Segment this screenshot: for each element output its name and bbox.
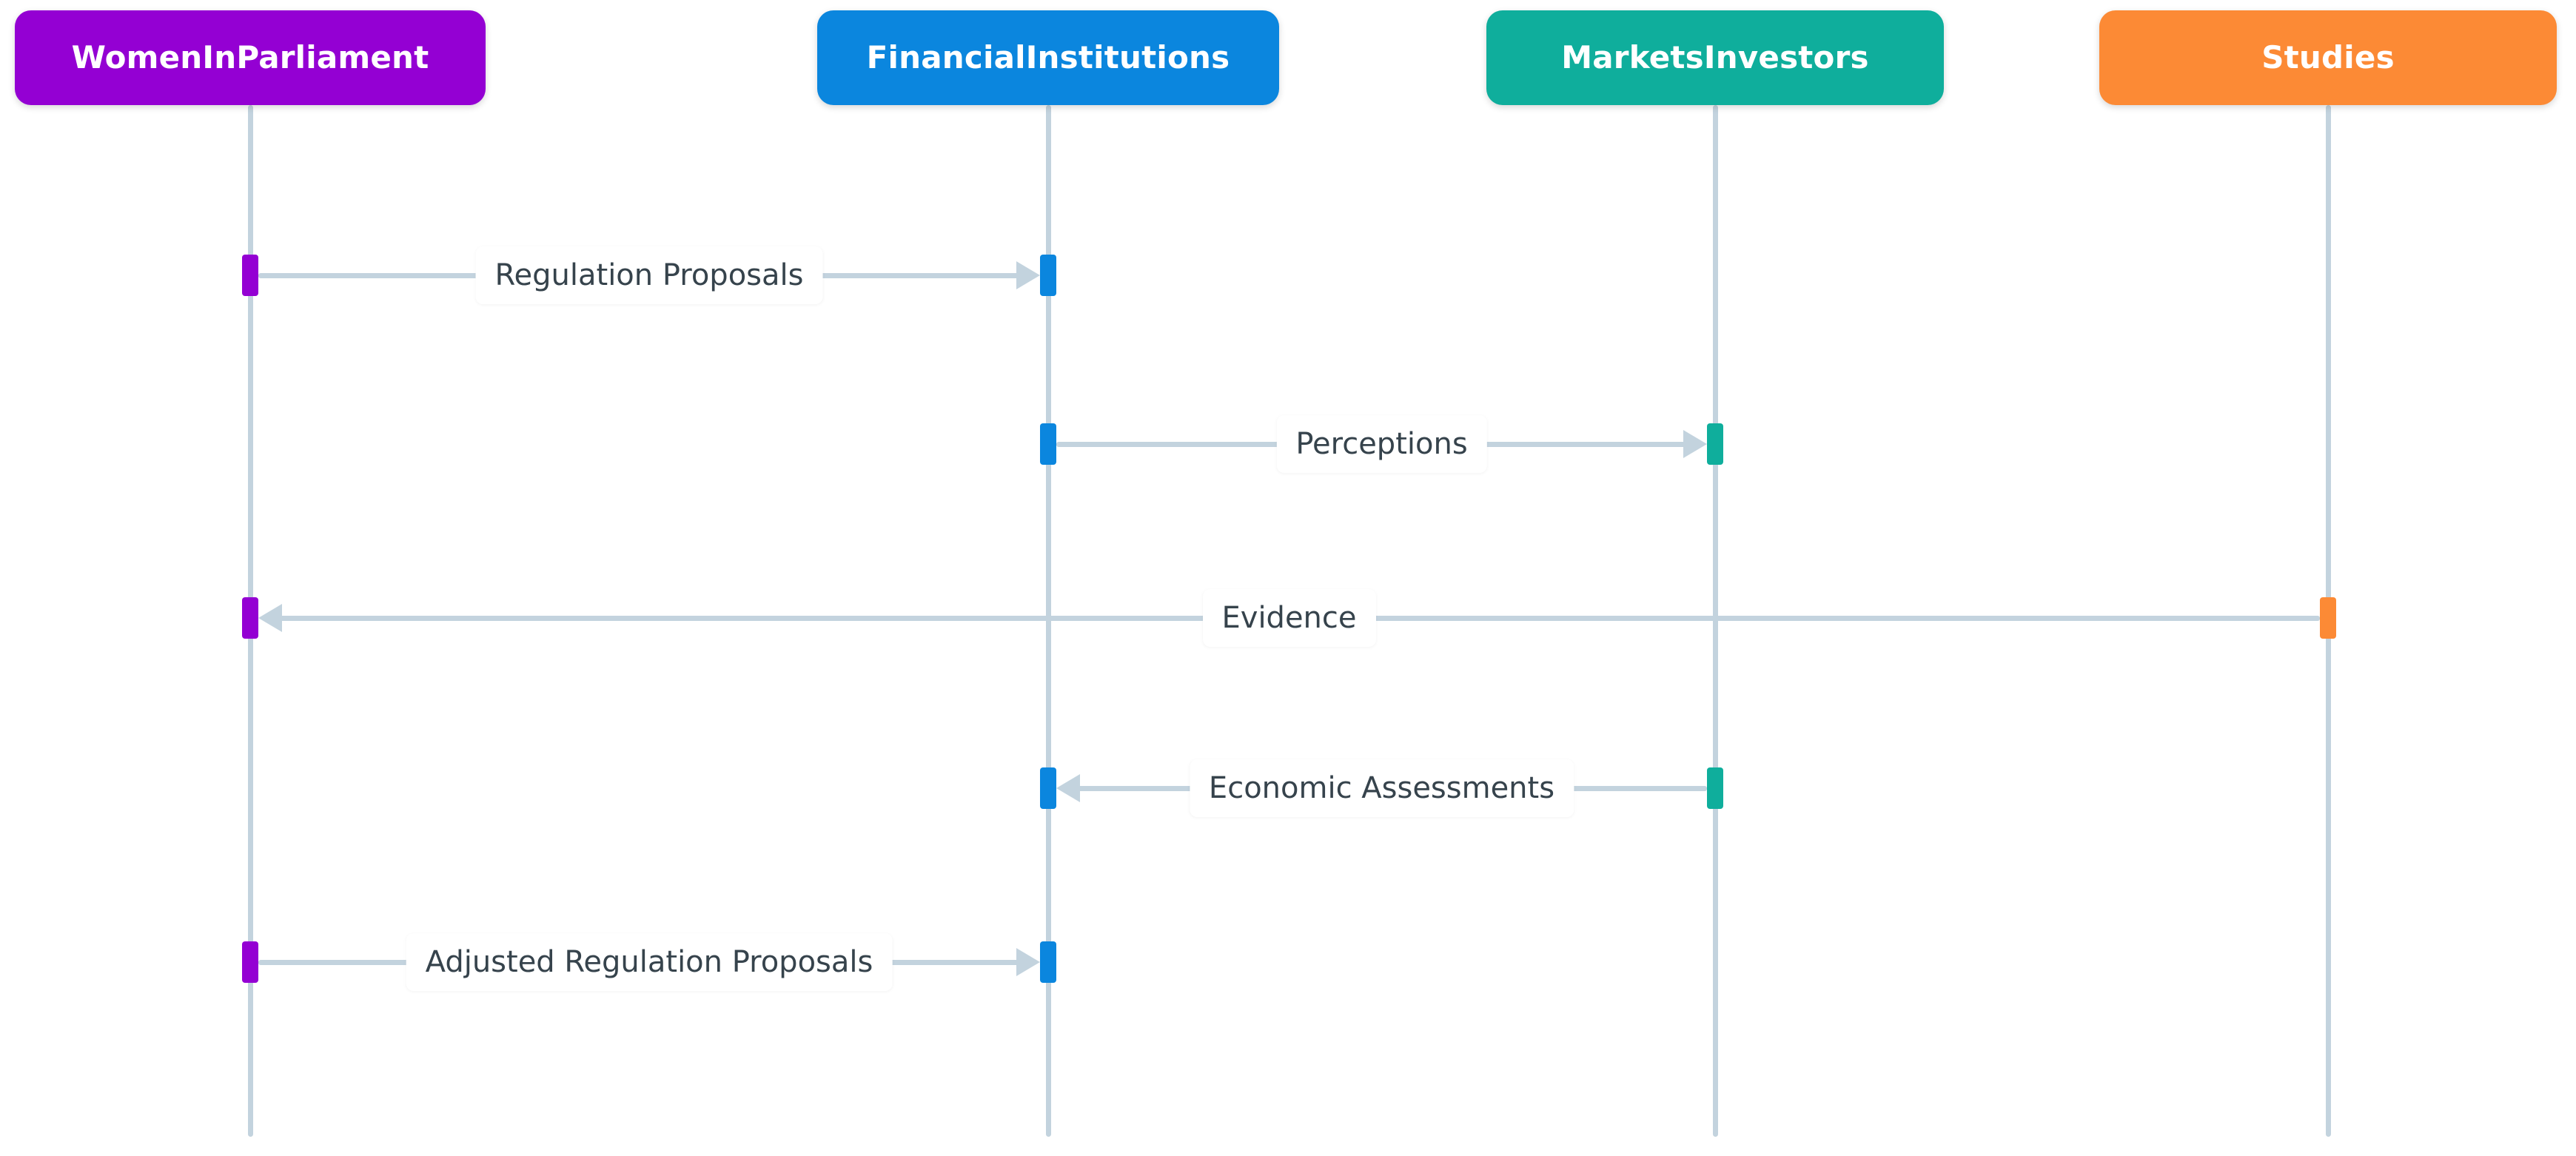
participant-box-markets[interactable]: MarketsInvestors: [1486, 10, 1944, 105]
activation-bar-women: [242, 941, 258, 983]
activation-bar-markets: [1707, 767, 1723, 809]
lifeline-markets: [1712, 105, 1718, 1137]
participant-label-women: WomenInParliament: [71, 39, 429, 75]
message-arrowhead-right-5: [1016, 948, 1040, 976]
participant-box-financial[interactable]: FinancialInstitutions: [817, 10, 1279, 105]
message-label-2: Perceptions: [1276, 415, 1487, 473]
participant-label-markets: MarketsInvestors: [1561, 39, 1869, 75]
participant-box-women[interactable]: WomenInParliament: [15, 10, 486, 105]
message-label-1: Regulation Proposals: [475, 246, 823, 304]
activation-bar-financial: [1040, 941, 1056, 983]
activation-bar-financial: [1040, 255, 1056, 296]
message-arrowhead-right-2: [1683, 430, 1707, 458]
message-arrowhead-left-4: [1056, 774, 1080, 802]
activation-bar-financial: [1040, 423, 1056, 465]
activation-bar-studies: [2320, 597, 2336, 639]
message-label-5: Adjusted Regulation Proposals: [406, 933, 893, 991]
activation-bar-women: [242, 597, 258, 639]
activation-bar-markets: [1707, 423, 1723, 465]
participant-label-studies: Studies: [2261, 39, 2395, 75]
message-label-3: Evidence: [1202, 589, 1376, 647]
activation-bar-financial: [1040, 767, 1056, 809]
activation-bar-women: [242, 255, 258, 296]
participant-box-studies[interactable]: Studies: [2099, 10, 2557, 105]
lifeline-financial: [1045, 105, 1051, 1137]
message-arrowhead-right-1: [1016, 261, 1040, 289]
message-label-4: Economic Assessments: [1189, 759, 1574, 817]
message-arrowhead-left-3: [258, 604, 282, 632]
participant-label-financial: FinancialInstitutions: [866, 39, 1230, 75]
